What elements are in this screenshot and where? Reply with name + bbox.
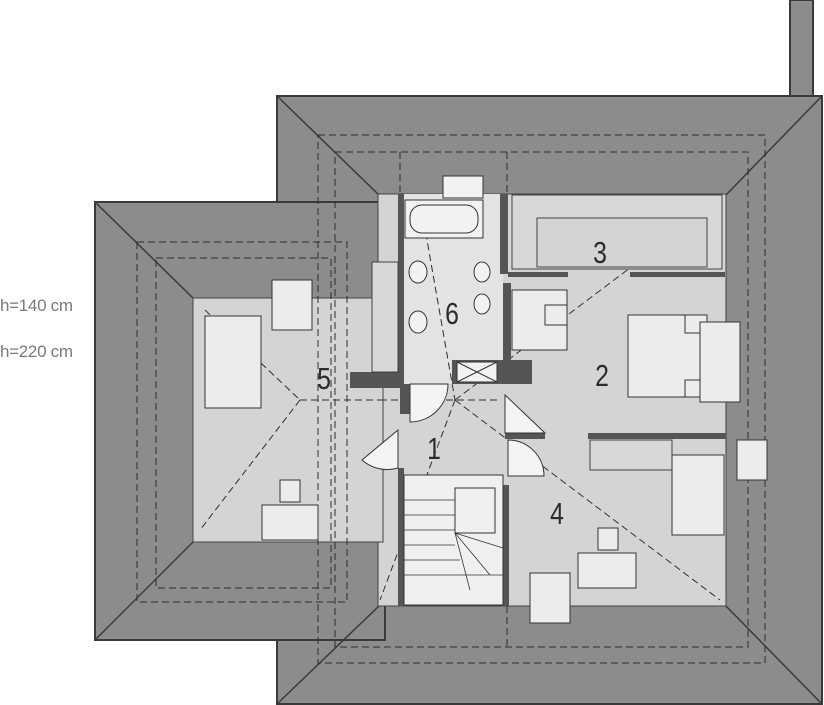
room-number-1: 1 <box>427 431 441 466</box>
bathtub <box>404 199 484 239</box>
room-number-5: 5 <box>317 361 331 396</box>
room-number-4: 4 <box>550 496 564 531</box>
chimney <box>789 0 814 97</box>
walls <box>350 194 726 606</box>
wardrobe-hatch <box>371 194 723 471</box>
legend-h220: h=220 cm <box>0 342 73 361</box>
dashed-height-lines <box>136 134 766 664</box>
legend-h140: h=140 cm <box>0 296 73 315</box>
doors <box>361 383 547 477</box>
room-number-3: 3 <box>593 235 607 270</box>
stair-treads <box>404 499 504 591</box>
room-number-6: 6 <box>445 296 459 331</box>
roof-hip-lines <box>94 95 823 705</box>
furniture <box>204 279 768 624</box>
staircase <box>403 474 504 606</box>
room-number-2: 2 <box>595 358 609 393</box>
bathroom-fixtures <box>408 175 498 383</box>
